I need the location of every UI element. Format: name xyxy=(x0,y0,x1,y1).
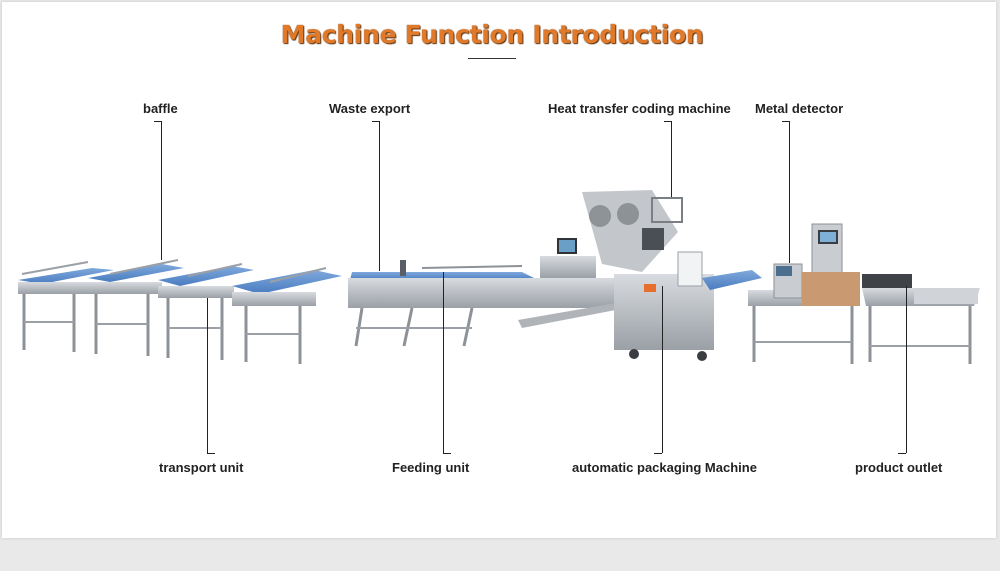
label-transport-unit: transport unit xyxy=(159,460,244,475)
leader-baffle xyxy=(161,121,162,260)
metal-detector xyxy=(748,223,860,364)
leader-baffle xyxy=(154,121,162,122)
leader-heat-transfer xyxy=(664,121,672,122)
leader-metal-detector xyxy=(789,121,790,263)
leader-packaging-machine xyxy=(654,453,662,454)
leader-product-outlet xyxy=(906,286,907,453)
label-heat-transfer-coding-machine: Heat transfer coding machine xyxy=(548,101,731,116)
packaging-machine xyxy=(540,190,762,361)
label-baffle: baffle xyxy=(143,101,178,116)
label-waste-export: Waste export xyxy=(329,101,411,116)
conveyor-segment xyxy=(158,263,254,360)
label-feeding-unit: Feeding unit xyxy=(392,460,470,475)
leader-packaging-machine xyxy=(662,286,663,453)
leader-heat-transfer xyxy=(671,121,672,197)
leader-feeding-unit xyxy=(443,272,444,453)
label-product-outlet: product outlet xyxy=(855,460,943,475)
leader-waste-export xyxy=(372,121,380,122)
label-automatic-packaging-machine: automatic packaging Machine xyxy=(572,460,757,475)
product-outlet xyxy=(862,274,980,364)
label-metal-detector: Metal detector xyxy=(755,101,844,116)
leader-transport-unit xyxy=(207,453,215,454)
leader-feeding-unit xyxy=(443,453,451,454)
leader-metal-detector xyxy=(782,121,790,122)
conveyor-segment xyxy=(88,259,184,356)
image-frame: Machine Function Introduction xyxy=(2,2,996,538)
conveyor-segment xyxy=(18,261,114,352)
page-title: Machine Function Introduction xyxy=(280,20,704,49)
production-line-illustration xyxy=(18,190,980,364)
transport-conveyors xyxy=(18,259,342,364)
title-underline xyxy=(468,58,516,59)
leader-waste-export xyxy=(379,121,380,271)
leader-product-outlet xyxy=(898,453,906,454)
feeding-unit xyxy=(348,260,626,347)
leader-transport-unit xyxy=(207,298,208,453)
conveyor-segment xyxy=(232,267,342,364)
